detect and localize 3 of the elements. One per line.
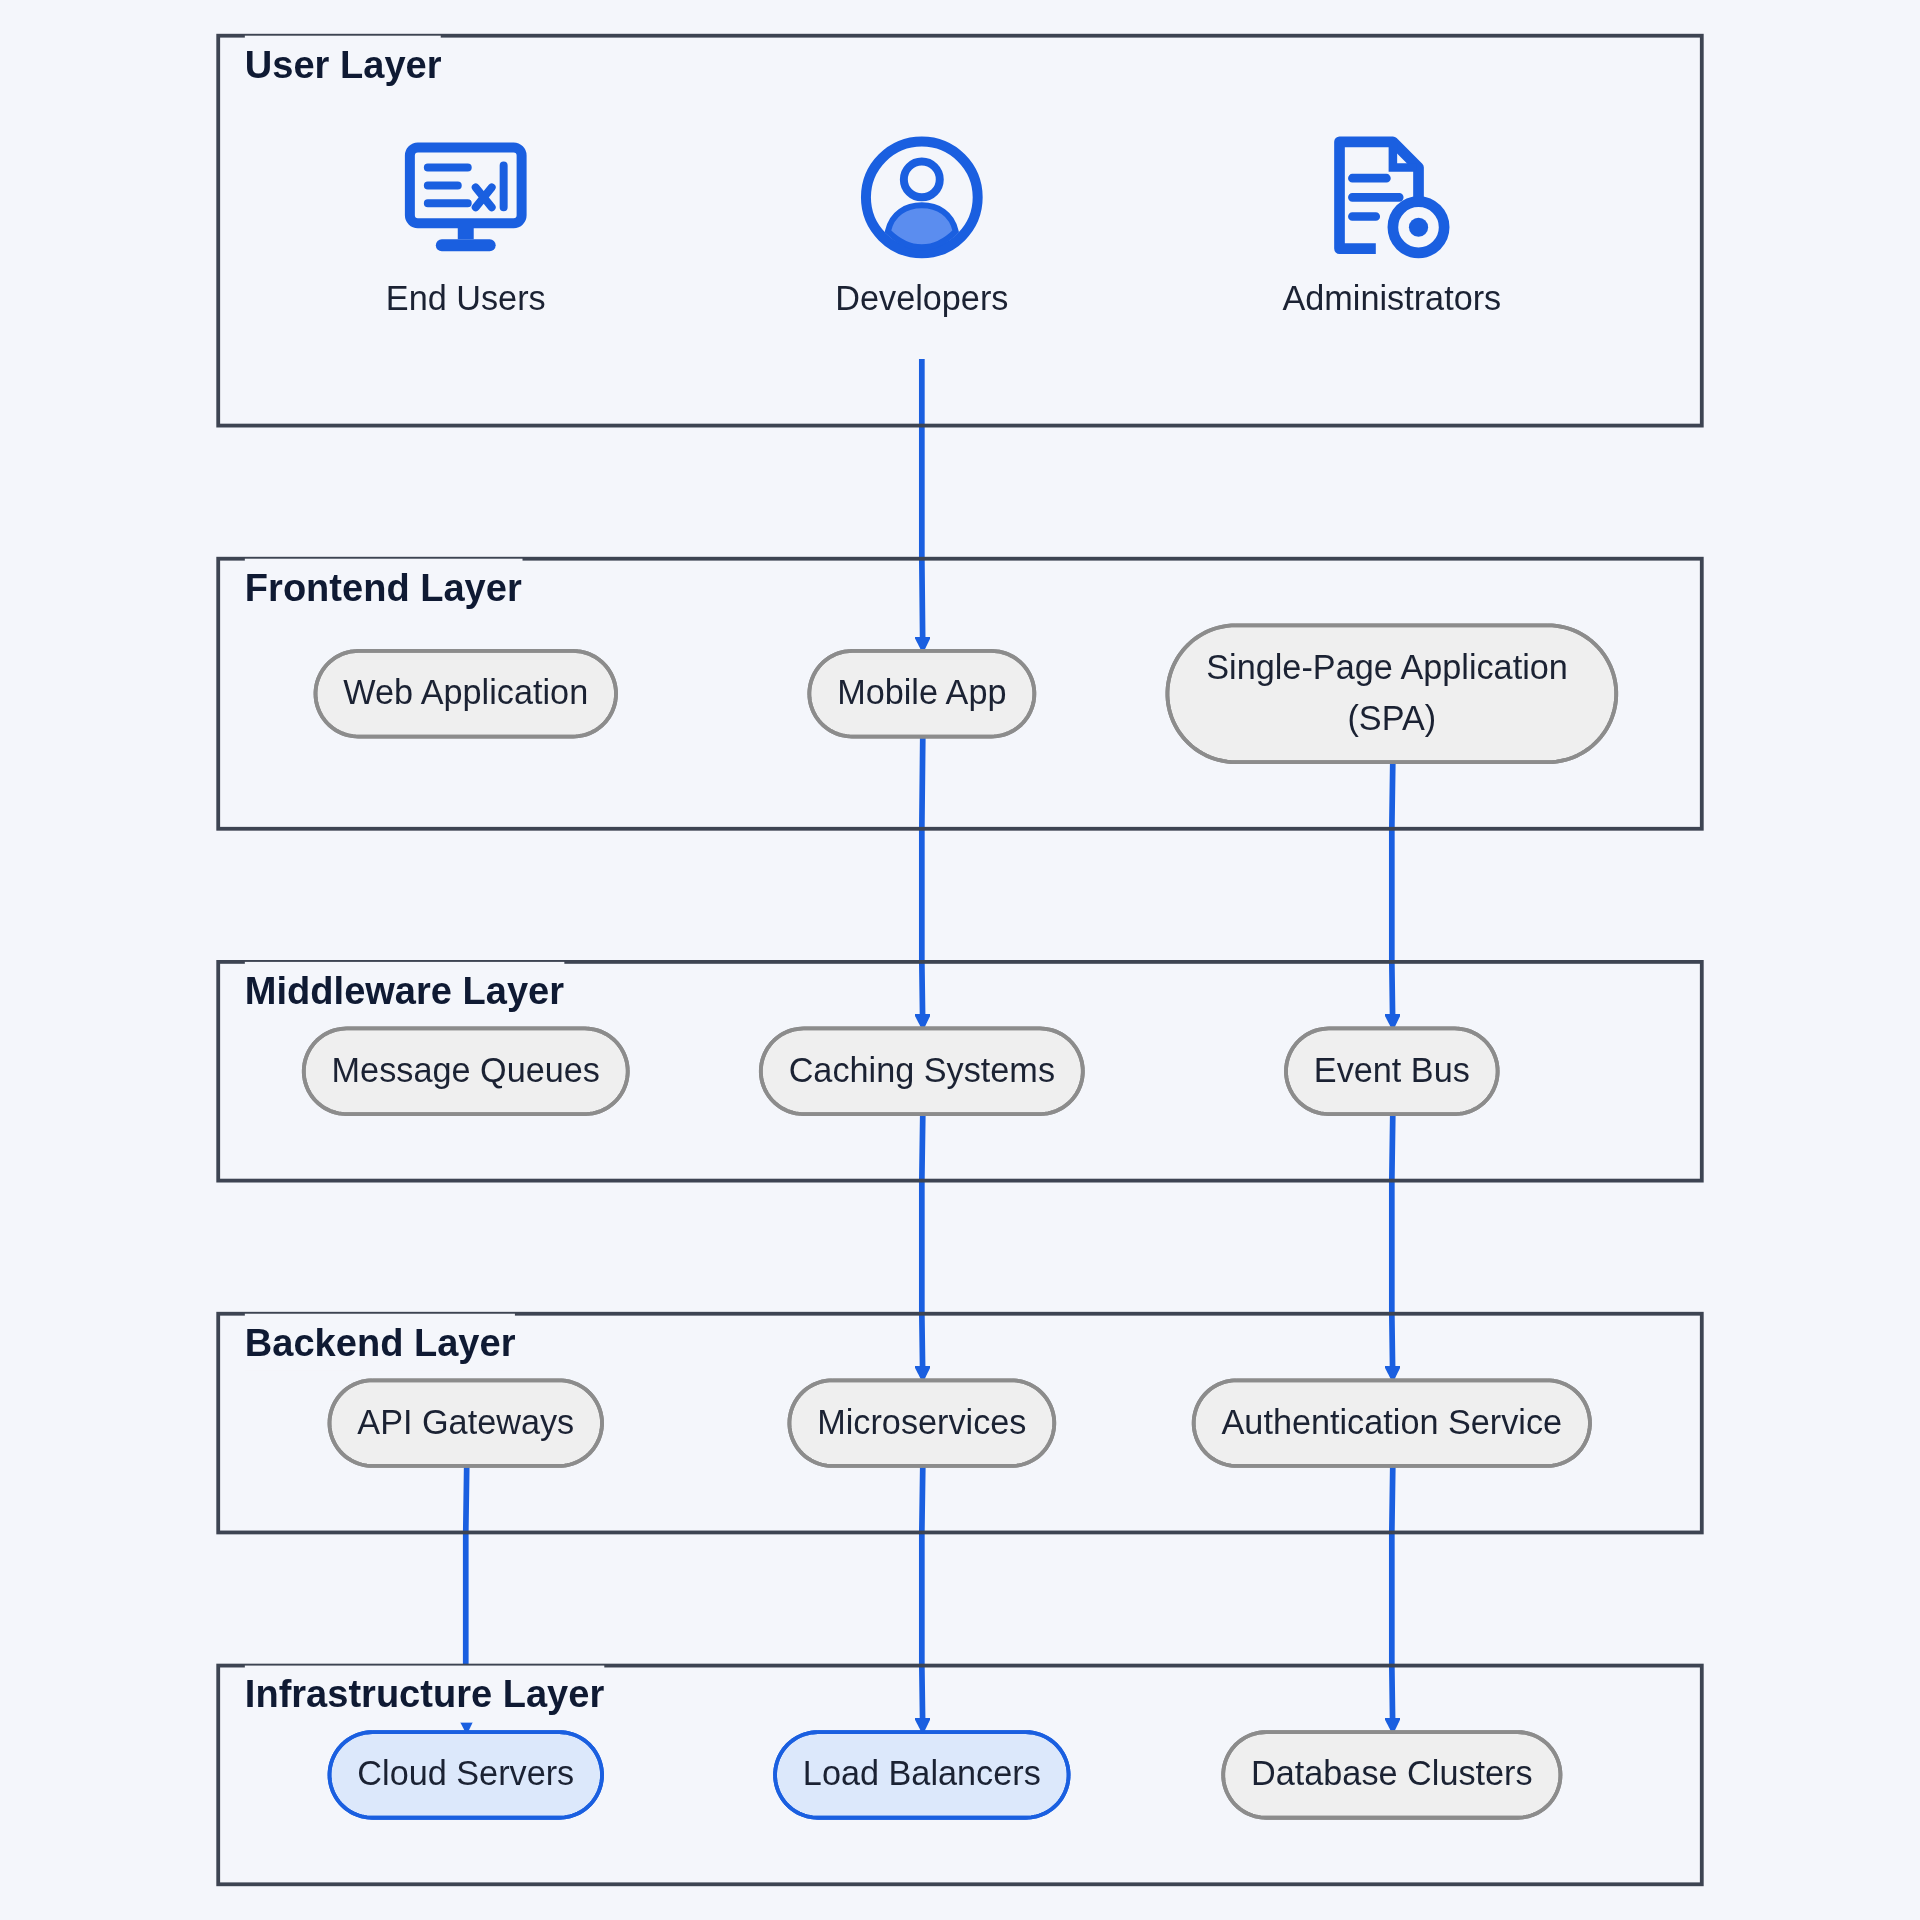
node-text: Developers: [835, 279, 1009, 318]
node-text: Administrators: [1282, 279, 1502, 318]
node-text: End Users: [385, 279, 546, 318]
